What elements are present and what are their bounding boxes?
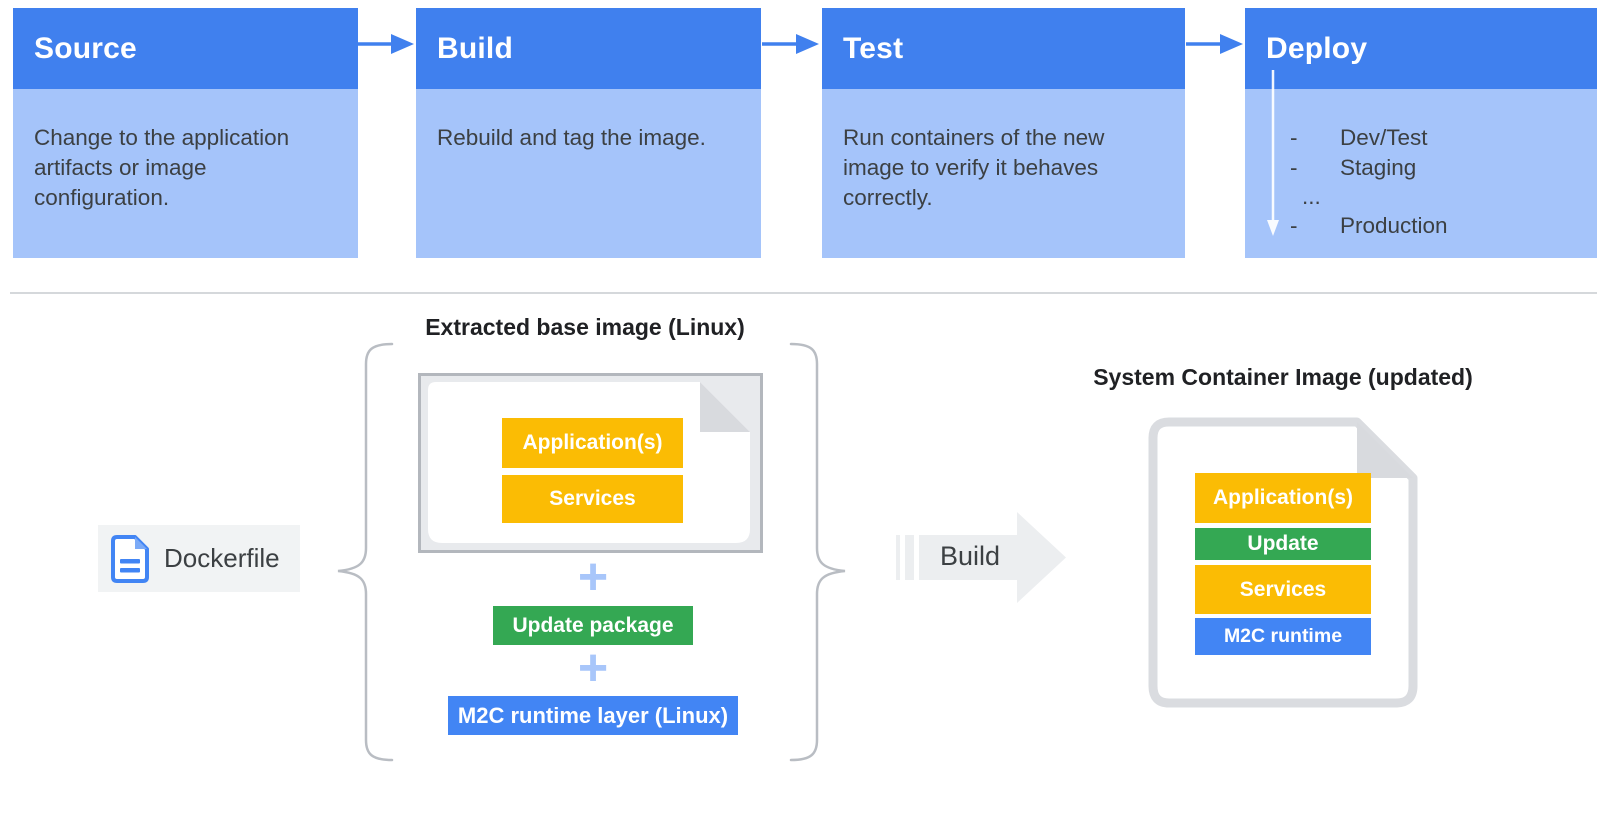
result-layer-services: Services — [1195, 565, 1371, 614]
stage-source-title: Source — [34, 31, 137, 65]
stage-test: Test Run containers of the new image to … — [822, 8, 1185, 258]
stage-test-title: Test — [843, 31, 904, 65]
base-layer-applications: Application(s) — [502, 418, 683, 468]
base-layer-label: Application(s) — [522, 431, 663, 454]
stage-source-header: Source — [13, 8, 358, 89]
deploy-item-label: Dev/Test — [1340, 125, 1428, 150]
right-brace — [789, 342, 846, 762]
deploy-item-label: Staging — [1340, 155, 1417, 180]
stage-build-header: Build — [416, 8, 761, 89]
base-layer-label: Services — [549, 487, 636, 510]
stage-test-description: Run containers of the new image to verif… — [822, 89, 1185, 258]
result-layer-label: Services — [1239, 577, 1327, 601]
result-image-title: System Container Image (updated) — [1093, 364, 1473, 390]
stage-deploy: Deploy - Dev/Test - Staging ... - Produc… — [1245, 8, 1597, 258]
stage-deploy-title: Deploy — [1266, 31, 1368, 65]
deploy-item-dev-test: - Dev/Test — [1290, 125, 1428, 151]
deploy-item-label: ... — [1302, 184, 1321, 209]
plus-icon: + — [577, 639, 609, 697]
build-arrow-label: Build — [939, 541, 1001, 571]
stage-build: Build Rebuild and tag the image. — [416, 8, 761, 258]
result-document-icon — [1148, 417, 1418, 708]
flow-arrow-icon — [1186, 34, 1243, 54]
runtime-layer-label: M2C runtime layer (Linux) — [457, 702, 729, 728]
stage-test-header: Test — [822, 8, 1185, 89]
deploy-down-arrow-icon — [1267, 70, 1279, 236]
result-layer-runtime: M2C runtime — [1195, 618, 1371, 655]
dockerfile-chip: Dockerfile — [98, 525, 300, 592]
result-layer-update: Update — [1195, 528, 1371, 560]
deploy-item-staging: - Staging — [1290, 155, 1416, 181]
flow-arrow-icon — [762, 34, 819, 54]
base-layer-services: Services — [502, 475, 683, 523]
runtime-layer-box: M2C runtime layer (Linux) — [448, 696, 738, 735]
update-package-label: Update package — [512, 613, 674, 637]
deploy-item-bullet: - — [1290, 125, 1298, 150]
result-layer-label: Application(s) — [1213, 486, 1353, 509]
section-divider — [10, 292, 1597, 294]
dockerfile-icon — [111, 534, 149, 583]
deploy-item-label: Production — [1340, 213, 1448, 238]
stage-build-title: Build — [437, 31, 513, 65]
deploy-item-bullet: - — [1290, 213, 1298, 238]
left-brace — [337, 342, 394, 762]
flow-arrow-icon — [357, 34, 414, 54]
result-layer-label: Update — [1247, 532, 1319, 555]
deploy-item-ellipsis: ... — [1302, 184, 1321, 210]
update-package-box: Update package — [493, 606, 693, 645]
result-layer-label: M2C runtime — [1223, 625, 1343, 647]
base-image-title: Extracted base image (Linux) — [425, 314, 745, 340]
stage-deploy-header: Deploy — [1245, 8, 1597, 89]
deploy-item-production: - Production — [1290, 213, 1448, 239]
build-arrow-icon — [896, 512, 1066, 603]
stage-build-description: Rebuild and tag the image. — [416, 89, 761, 258]
stage-source: Source Change to the application artifac… — [13, 8, 358, 258]
stage-source-description: Change to the application artifacts or i… — [13, 89, 358, 258]
dockerfile-label: Dockerfile — [164, 543, 280, 573]
deploy-item-bullet: - — [1290, 155, 1298, 180]
stage-deploy-body — [1245, 89, 1597, 258]
result-layer-applications: Application(s) — [1195, 473, 1371, 523]
plus-icon: + — [577, 548, 609, 606]
